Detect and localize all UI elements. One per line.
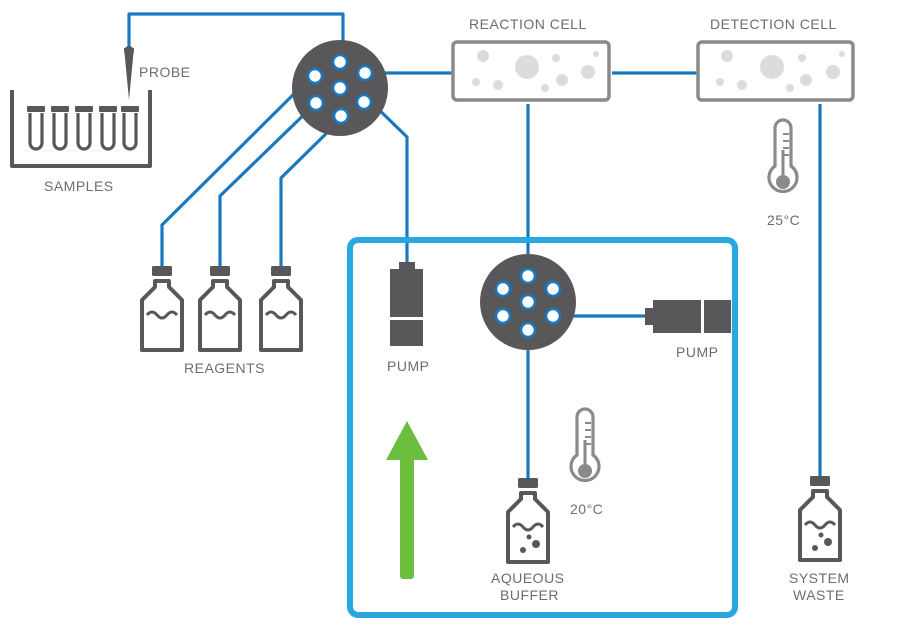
tube-valve-to-reagent-1 [160, 74, 314, 266]
reagent-bottle [259, 266, 303, 352]
samples-label: SAMPLES [44, 178, 114, 194]
probe-needle-icon [124, 48, 134, 100]
selector-valve-upper [292, 40, 388, 136]
aqueous-label-line2: BUFFER [500, 587, 559, 603]
reagent-bottles: REAGENTS [140, 266, 303, 376]
valve-port [544, 280, 562, 298]
detection-cell-label: DETECTION CELL [710, 16, 837, 32]
flow-arrow-icon [386, 421, 428, 579]
valve-port [544, 307, 562, 325]
valve-port [494, 307, 512, 325]
pump-right: PUMP [645, 300, 731, 360]
sample-tube [100, 113, 116, 151]
thermometer-buffer: 20°C [569, 407, 603, 517]
temperature-controlled-enclosure [347, 237, 738, 618]
tube-valve-to-pump [367, 98, 409, 262]
rack-frame [10, 90, 152, 168]
valve-port [307, 94, 325, 112]
pump-left: PUMP [387, 262, 429, 374]
valve-port [332, 107, 350, 125]
reagent-bottle [198, 266, 242, 352]
detection-bubbles [716, 50, 845, 92]
reaction-bubbles [472, 50, 599, 92]
temp-buffer-label: 20°C [570, 501, 603, 517]
detection-cell: DETECTION CELL [696, 16, 855, 102]
sample-tubes [28, 113, 138, 151]
pump-left-icon [399, 262, 415, 270]
sample-tube [122, 113, 138, 151]
sample-tube [76, 113, 92, 151]
aqueous-label-line1: AQUEOUS [491, 570, 565, 586]
valve-port [494, 280, 512, 298]
valve-port [355, 93, 373, 111]
temp-detection-label: 25°C [767, 212, 800, 228]
sample-tube-caps [27, 106, 139, 112]
valve-port [519, 267, 537, 285]
probe-label: PROBE [139, 64, 191, 80]
valve-port [306, 67, 324, 85]
pump-right-label: PUMP [676, 344, 718, 360]
sample-tube [52, 113, 68, 151]
thermometer-icon [767, 118, 799, 194]
reagents-label: REAGENTS [184, 360, 265, 376]
thermometer-icon [569, 407, 601, 483]
reaction-cell: REACTION CELL [451, 16, 611, 102]
valve-port [519, 321, 537, 339]
thermometer-detection: 25°C [767, 118, 800, 228]
waste-label-line1: SYSTEM [789, 570, 850, 586]
selector-valve-lower [480, 254, 576, 350]
reagent-bottle [140, 266, 184, 352]
tube-valve-to-reagent-3 [279, 116, 344, 266]
aqueous-buffer-bottle: AQUEOUS BUFFER [491, 478, 565, 603]
pump-right-icon [645, 308, 654, 325]
reaction-cell-label: REACTION CELL [469, 16, 587, 32]
sample-tube [28, 113, 44, 151]
pump-left-label: PUMP [387, 358, 429, 374]
valve-port [331, 79, 349, 97]
system-waste-bottle: SYSTEM WASTE [789, 476, 850, 603]
valve-port [356, 64, 374, 82]
valve-port [519, 293, 537, 311]
samples-rack: SAMPLES [10, 90, 152, 194]
valve-port [331, 53, 349, 71]
tube-valve-to-reagent-2 [218, 101, 318, 266]
waste-label-line2: WASTE [793, 587, 845, 603]
probe: PROBE [124, 46, 191, 100]
